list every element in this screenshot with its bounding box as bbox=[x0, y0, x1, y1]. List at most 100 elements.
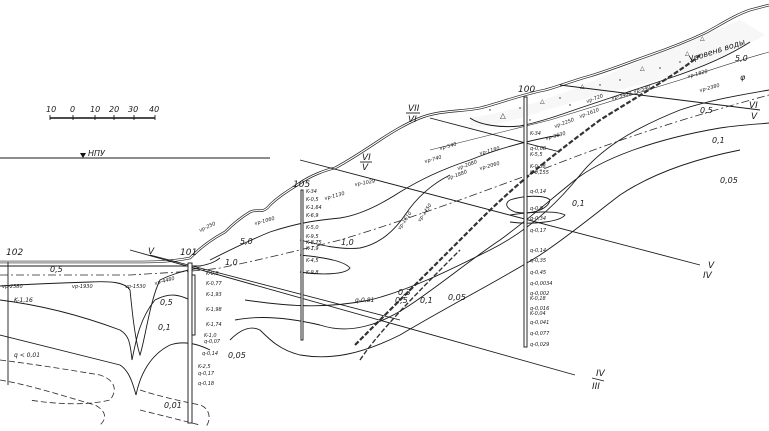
well-101[interactable]: 101 bbox=[180, 248, 197, 424]
isoline-0-1-loop bbox=[506, 195, 551, 214]
isoline-label: 0,1 bbox=[158, 323, 171, 332]
isoline-label: 0,5 bbox=[160, 298, 173, 307]
layer-boundary bbox=[429, 51, 769, 151]
well-value: K-1,93 bbox=[206, 292, 222, 298]
well-value: K-34 bbox=[530, 131, 541, 137]
section-mark: VII bbox=[408, 104, 420, 114]
section-line-iv-iii bbox=[129, 249, 576, 376]
section-line-vi bbox=[429, 117, 561, 153]
well-label: 100 bbox=[518, 85, 535, 95]
vp-label: vp-3630 bbox=[545, 131, 567, 142]
section-mark: V bbox=[362, 163, 369, 173]
well-value: K-34 bbox=[306, 189, 317, 195]
isoline-0-05 bbox=[229, 149, 741, 358]
well-value: q-0,9 bbox=[530, 206, 543, 212]
well-value: K-1,64 bbox=[306, 205, 322, 211]
well-105[interactable]: 105 bbox=[293, 180, 310, 341]
vp-label: vp-1450 bbox=[417, 203, 434, 223]
isoline-label: 0,01 bbox=[164, 401, 182, 410]
isoline bbox=[209, 134, 561, 261]
scale-label: 40 bbox=[149, 105, 159, 114]
normal-water-level: НПУ bbox=[0, 149, 270, 159]
isolines bbox=[0, 89, 769, 429]
isoline-label: 0,5 bbox=[700, 106, 713, 115]
well-value: K-5,0 bbox=[306, 225, 319, 231]
section-mark: VI bbox=[408, 115, 417, 125]
well-value: K-6,9 bbox=[306, 213, 319, 219]
deposit-symbols: △ △ △ △ △ △ bbox=[489, 35, 721, 121]
vp-label: vp-1060 bbox=[254, 216, 276, 227]
well-value: q-0,14 bbox=[530, 248, 546, 254]
value-label: q < 0,01 bbox=[14, 352, 40, 359]
well-casing bbox=[191, 274, 196, 336]
section-mark: V bbox=[148, 247, 155, 257]
well-value: K-2,5 bbox=[198, 364, 211, 370]
scale-label: 0 bbox=[70, 105, 75, 114]
isoline-labels: 5,0 5,0 1,0 1,0 0,5 0,5 0,5 0,5 0,1 0,1 … bbox=[50, 54, 748, 410]
vp-label: vp-1530 bbox=[125, 284, 146, 290]
deposit-boundary bbox=[469, 41, 751, 128]
isoline-dashed bbox=[139, 409, 201, 426]
isoline-label: 0,5 bbox=[395, 296, 408, 305]
isoline-loop-q bbox=[509, 211, 566, 224]
section-mark: III bbox=[592, 382, 600, 392]
well-value: K-9,5 bbox=[306, 234, 319, 240]
well-label: 101 bbox=[180, 248, 197, 258]
scale-label: 10 bbox=[90, 105, 100, 114]
vp-label: vp-2250 bbox=[554, 117, 575, 130]
well-value: q-0,041 bbox=[530, 320, 549, 326]
isoline-0-01 bbox=[139, 389, 210, 429]
scale-bar: 10 0 10 20 30 40 bbox=[46, 105, 159, 120]
scale-label: 20 bbox=[109, 105, 119, 114]
vp-label: vp-2380 bbox=[2, 284, 23, 290]
well-value: K-9,8 bbox=[306, 270, 319, 276]
isoline-label: 0,1 bbox=[712, 136, 725, 145]
section-marks: V VI V VII VI VI V V IV IV III bbox=[148, 101, 758, 392]
well-105-values: K-34 K-0,5 K-1,64 K-6,9 K-5,0 K-9,5 K-8,… bbox=[306, 189, 322, 276]
isoline-label: 0,5 bbox=[50, 265, 63, 274]
well-value: q-0,34 bbox=[530, 216, 546, 222]
well-value: q-0,0034 bbox=[530, 281, 552, 287]
isoline-label: φ bbox=[740, 73, 746, 82]
isoline bbox=[0, 94, 769, 276]
well-value: K-0,8 bbox=[206, 271, 219, 277]
well-value: K-1,98 bbox=[206, 307, 222, 313]
value-label: q-0,81 bbox=[355, 297, 374, 304]
well-value: q-0,17 bbox=[198, 371, 215, 377]
vp-label: vp-1820 bbox=[687, 69, 709, 80]
isoline-dashed bbox=[0, 359, 115, 405]
ground-surface bbox=[0, 3, 769, 267]
well-value: K-0,58 bbox=[530, 164, 546, 170]
section-mark: V bbox=[751, 112, 758, 122]
section-line-v-left bbox=[149, 254, 401, 321]
triangle-symbol-icon: △ bbox=[700, 35, 705, 42]
well-value: q-0,17 bbox=[530, 228, 547, 234]
well-value: q-0,002 bbox=[530, 291, 549, 297]
value-label: K-1,16 bbox=[14, 297, 33, 304]
well-value: q-0,016 bbox=[530, 306, 549, 312]
isoline bbox=[0, 267, 201, 357]
vp-label: vp-540 bbox=[633, 85, 651, 95]
isoline-label: 0,05 bbox=[720, 176, 738, 185]
vp-label: vp-2380 bbox=[699, 83, 721, 94]
vp-label: vp-1130 bbox=[324, 191, 346, 202]
triangle-symbol-icon: △ bbox=[640, 65, 645, 72]
isoline-0-1 bbox=[234, 122, 769, 330]
well-value: q-0,18 bbox=[198, 381, 214, 387]
vp-label: vp-2060 bbox=[479, 161, 501, 172]
isoline-label: 1,0 bbox=[225, 258, 238, 267]
well-102[interactable]: 102 bbox=[6, 248, 23, 385]
well-value: K-1,9 bbox=[306, 246, 319, 252]
section-line-vi-right bbox=[559, 84, 761, 111]
vp-label: vp-3400 bbox=[611, 91, 633, 102]
well-shaft bbox=[523, 96, 528, 348]
triangle-symbol-icon: △ bbox=[540, 98, 545, 105]
well-100[interactable]: 100 bbox=[518, 85, 535, 348]
well-value: q-0,077 bbox=[530, 331, 550, 337]
fault-line bbox=[359, 249, 461, 361]
isoline-label: 0,1 bbox=[420, 296, 433, 305]
isoline-label: 5,0 bbox=[240, 237, 253, 246]
vp-label: vp-740 bbox=[424, 155, 442, 165]
vp-label: vp-1029 bbox=[354, 178, 375, 187]
